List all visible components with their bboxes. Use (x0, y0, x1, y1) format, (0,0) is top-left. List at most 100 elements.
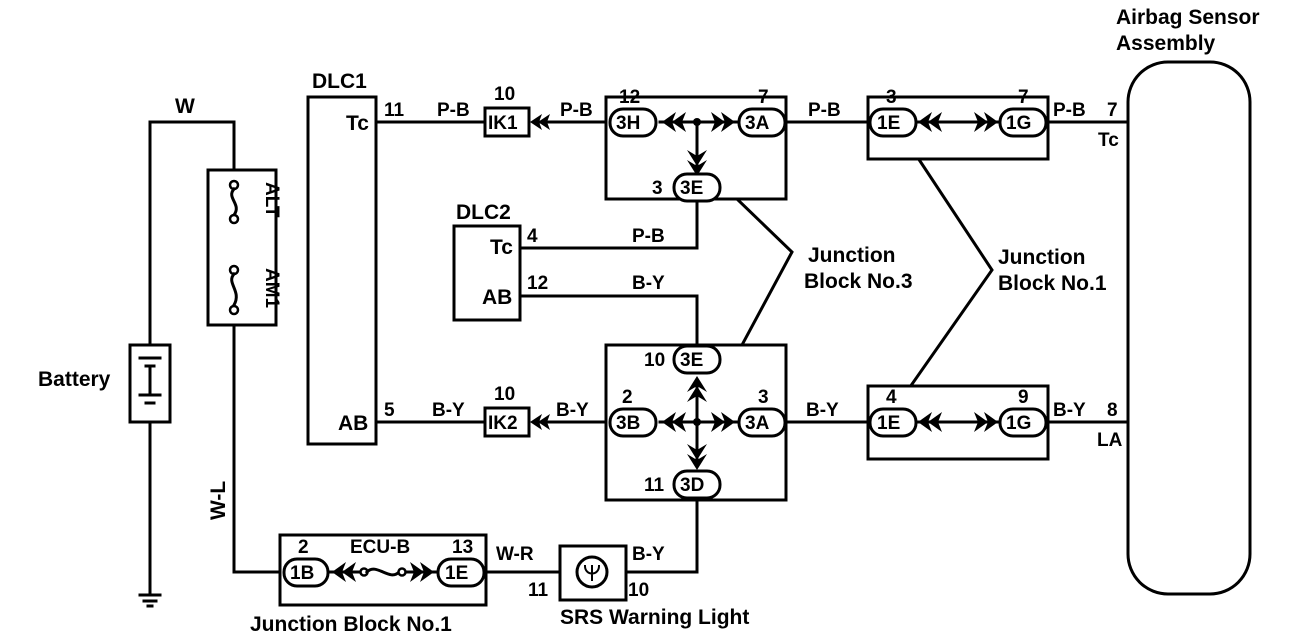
airbag-la: LA (1097, 430, 1123, 451)
srs-pin-10: 10 (628, 580, 649, 601)
connector-3e-bottom-label: 3E (680, 350, 703, 371)
connector-3a-top (737, 107, 787, 138)
ground-icon (138, 593, 162, 608)
wire-by-label-5: B-Y (1053, 400, 1086, 421)
ik1-arrow-icon (530, 114, 550, 130)
airbag-sensor-label-2: Assembly (1116, 32, 1216, 55)
jb3-bottom-arrow-left-icon (662, 412, 686, 432)
jb1b-pin-2: 2 (298, 537, 309, 558)
fuse-am1-icon (230, 271, 238, 308)
jb3-bottom-arrow-right-icon (711, 412, 735, 432)
dlc2-ab: AB (482, 286, 512, 309)
jb3-top-arrow-down-icon (687, 150, 707, 176)
wire-pb-label-4: P-B (632, 226, 665, 247)
connector-1e-ecu (436, 557, 486, 588)
dlc1-tc: Tc (346, 112, 369, 135)
wire-by-label-3: B-Y (806, 400, 839, 421)
wire-by-label-1: B-Y (432, 400, 465, 421)
jb3-label-line1: Junction (808, 244, 896, 267)
ik1-pin: 10 (494, 84, 515, 105)
dlc2-tc: Tc (490, 236, 513, 259)
connector-1g-top (998, 107, 1048, 138)
connector-1g-bottom-label: 1G (1006, 413, 1031, 434)
leader-jb3 (735, 197, 794, 348)
jb3-top-arrow-left-icon (662, 112, 686, 132)
jb3-top-arrow-right-icon (711, 112, 735, 132)
connector-3a-top-label: 3A (745, 113, 770, 134)
dlc1-label: DLC1 (312, 70, 367, 93)
fuse-alt-label: ALT (261, 182, 282, 218)
wire-pb-label-2: P-B (560, 100, 593, 121)
connector-3h-label: 3H (616, 113, 640, 134)
battery-label: Battery (38, 368, 111, 391)
airbag-sensor-assembly (1126, 60, 1252, 596)
jb3-pin-12: 12 (619, 87, 640, 108)
leader-jb1 (907, 155, 994, 390)
jb3-pin-7: 7 (758, 87, 769, 108)
jb3-pin-3b: 3 (758, 387, 769, 408)
wire-by-label-2: B-Y (556, 400, 589, 421)
wire-w-label: W (175, 95, 195, 118)
ik1-connector (483, 106, 531, 138)
wire-pb-label-5: P-B (1053, 100, 1086, 121)
connector-3e-top-label: 3E (680, 178, 703, 199)
wire-3e-dlc2 (518, 196, 699, 250)
connector-1g-top-label: 1G (1006, 113, 1031, 134)
fuse-alt-icon (230, 186, 238, 218)
wire-wl-label: W-L (207, 481, 230, 520)
jb3-pin-2: 2 (622, 387, 633, 408)
connector-1e-ecu-label: 1E (445, 563, 468, 584)
dlc1-pin-11: 11 (384, 100, 405, 121)
connector-1e-bottom (868, 407, 918, 438)
connector-1e-top (868, 107, 918, 138)
dlc1-ab: AB (338, 412, 368, 435)
connector-1e-top-label: 1E (877, 113, 900, 134)
jb1-top-arrow-left-icon (918, 112, 942, 132)
wire-wr-label: W-R (496, 544, 534, 565)
ik1-label: IK1 (488, 113, 518, 134)
ik2-pin: 10 (494, 384, 515, 405)
jb1b-arrow-left-icon (332, 562, 356, 582)
connector-1b-label: 1B (290, 563, 314, 584)
jb1b-pin-13: 13 (452, 537, 473, 558)
jb1-pin-7: 7 (1018, 87, 1029, 108)
connector-3d (672, 469, 722, 500)
wire-pb-label-1: P-B (437, 100, 470, 121)
connector-3b (608, 407, 658, 438)
jb1-pin-4: 4 (886, 387, 897, 408)
jb3-pin-3: 3 (652, 178, 663, 199)
jb1-pin-9: 9 (1018, 387, 1029, 408)
ecu-b-label: ECU-B (350, 537, 410, 558)
srs-warning-light-label: SRS Warning Light (560, 606, 749, 629)
connector-3d-label: 3D (680, 475, 704, 496)
ecu-b-fuse-icon (364, 567, 402, 577)
connector-3e-bottom (672, 344, 722, 375)
connector-3a-bottom (737, 407, 787, 438)
connector-3h (608, 107, 658, 138)
battery-icon (128, 343, 172, 424)
jb1-bottom-arrow-left-icon (918, 412, 942, 432)
dlc1-pin-5: 5 (384, 400, 395, 421)
jb1-right-label-line2: Block No.1 (998, 272, 1107, 295)
connector-3b-label: 3B (616, 413, 640, 434)
fuse-box (206, 168, 278, 327)
wire-3d-srs (623, 496, 699, 574)
airbag-pin-8: 8 (1107, 400, 1118, 421)
dlc2-box (452, 224, 522, 322)
fuse-am1-label: AM1 (261, 268, 282, 309)
airbag-sensor-label-1: Airbag Sensor (1116, 6, 1260, 29)
dlc2-label: DLC2 (456, 201, 511, 224)
connector-1g-bottom (998, 407, 1048, 438)
wire-w (148, 120, 236, 347)
dlc2-pin-4: 4 (527, 226, 538, 247)
jb3-bottom-arrow-up-icon (687, 376, 707, 402)
jb1-pin-3: 3 (886, 87, 897, 108)
jb1-bottom-label: Junction Block No.1 (250, 613, 452, 636)
wire-by-label-4: B-Y (632, 273, 665, 294)
jb1-bottom-arrow-right-icon (974, 412, 998, 432)
ik2-label: IK2 (488, 413, 518, 434)
connector-1e-bottom-label: 1E (877, 413, 900, 434)
connector-3e-top (672, 172, 722, 203)
